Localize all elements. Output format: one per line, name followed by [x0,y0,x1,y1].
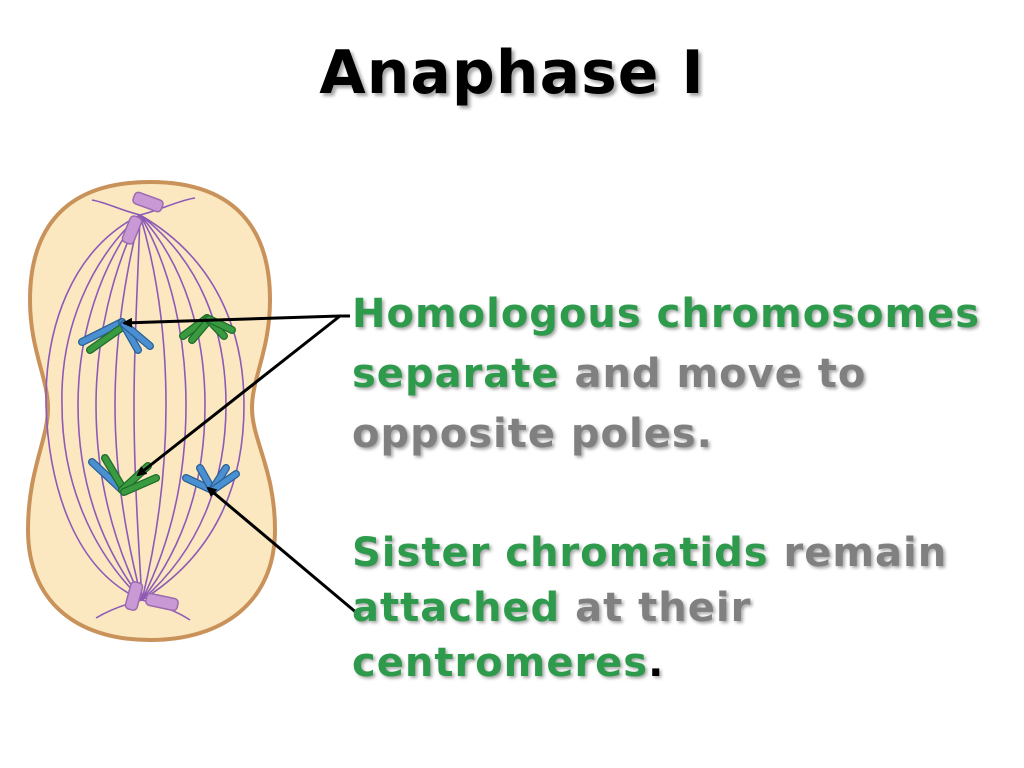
statement-sister-chromatids: Sister chromatids remain attached at the… [352,526,992,691]
text-and-move-to: and move to [559,351,867,397]
chromosome-green-blue-bottom [88,454,160,496]
highlight-centromeres: centromeres [352,640,649,686]
text-at-their: at their [560,585,752,631]
text-period: . [648,640,665,686]
slide-title: Anaphase I [319,38,705,108]
spindle-fibers [45,197,245,621]
cell-membrane [25,179,278,643]
arrows-homologous [122,314,350,477]
highlight-attached: attached [352,585,561,631]
highlight-separate: separate [352,351,560,397]
arrow-sister-chromatids [206,486,359,616]
highlight-sister-chromatids: Sister chromatids [352,530,769,576]
highlight-homologous-chromosomes: Homologous chromosomes [352,291,981,337]
centriole-top [121,191,164,245]
text-opposite-poles: opposite poles. [352,411,713,457]
statement-homologous-separation: Homologous chromosomes separate and move… [352,284,992,464]
centriole-bottom [124,581,179,612]
text-remain: remain [768,530,948,576]
